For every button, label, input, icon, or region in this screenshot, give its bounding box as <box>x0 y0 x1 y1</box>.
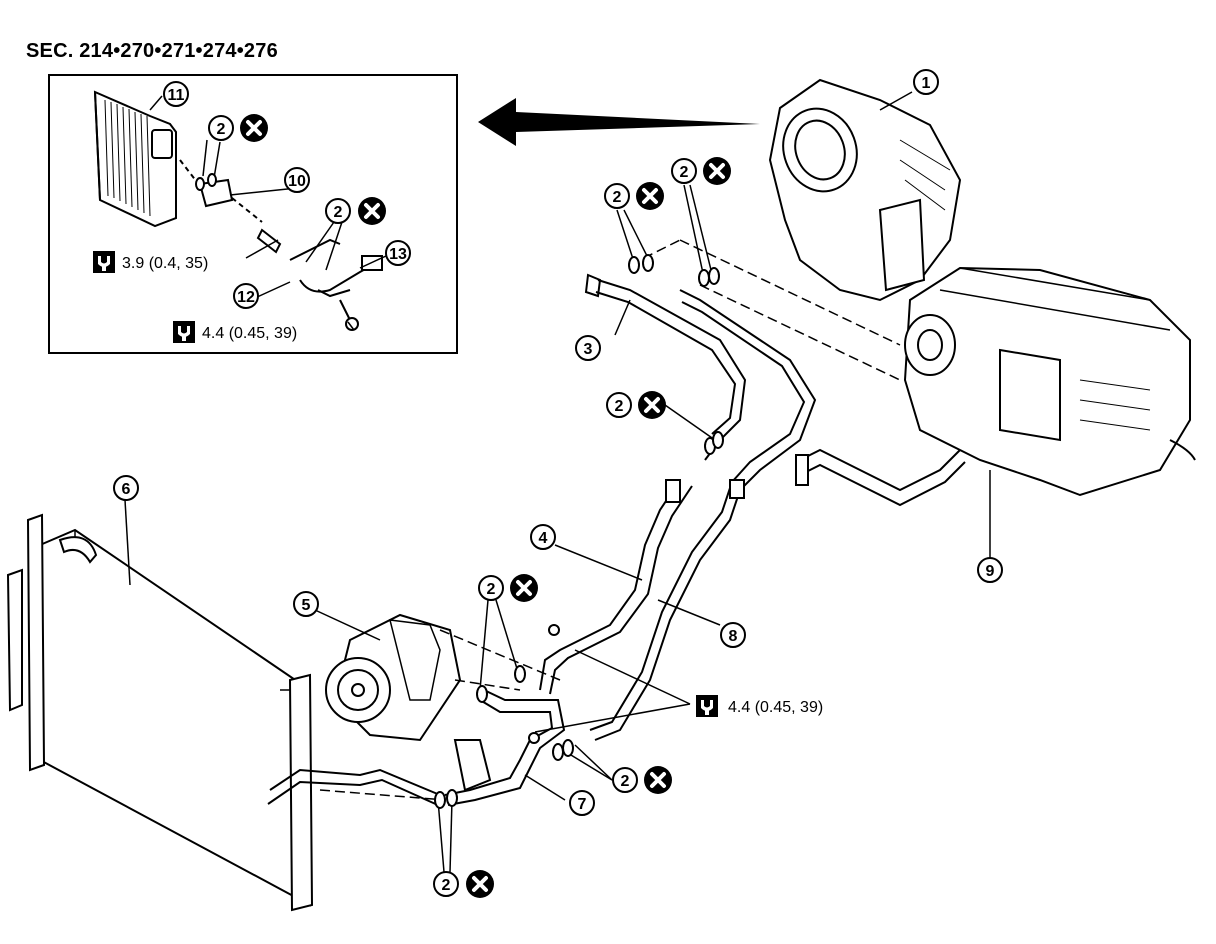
svg-text:13: 13 <box>389 246 407 263</box>
condenser-drawing <box>6 513 314 912</box>
svg-text:10: 10 <box>288 173 306 190</box>
svg-text:4.4 (0.45, 39): 4.4 (0.45, 39) <box>728 699 823 716</box>
callout-2-top-right: 2 <box>671 155 733 187</box>
callout-1: 1 <box>913 69 939 95</box>
refrigerant-pipes <box>124 91 991 873</box>
do-not-reuse-icon <box>634 180 666 212</box>
callout-2-bottom: 2 <box>433 868 496 900</box>
heater-core-unit-drawing <box>903 266 1196 497</box>
svg-text:2: 2 <box>621 773 630 790</box>
svg-text:2: 2 <box>217 121 226 138</box>
svg-text:2: 2 <box>613 189 622 206</box>
svg-text:8: 8 <box>729 628 738 645</box>
callout-5: 5 <box>293 591 319 617</box>
torque-spec-inset-upper: 3.9 (0.4, 35) <box>93 251 208 273</box>
callout-11: 11 <box>163 81 189 107</box>
do-not-reuse-icon <box>636 389 668 421</box>
callout-4: 4 <box>530 524 556 550</box>
do-not-reuse-icon <box>508 572 540 604</box>
inset-pipe-drawing <box>289 238 383 331</box>
section-title: SEC. 214•270•271•274•276 <box>26 40 278 62</box>
torque-wrench-icon <box>173 321 195 343</box>
svg-text:3.9 (0.4, 35): 3.9 (0.4, 35) <box>122 255 208 272</box>
torque-spec-main: 4.4 (0.45, 39) <box>696 695 823 717</box>
torque-spec-inset-lower: 4.4 (0.45, 39) <box>173 321 297 343</box>
evaporator-core-drawing <box>93 90 177 228</box>
svg-text:2: 2 <box>334 204 343 221</box>
do-not-reuse-icon <box>701 155 733 187</box>
svg-text:2: 2 <box>442 877 451 894</box>
callout-8: 8 <box>720 622 746 648</box>
svg-text:7: 7 <box>578 796 587 813</box>
svg-text:1: 1 <box>922 75 931 92</box>
svg-text:5: 5 <box>302 597 311 614</box>
torque-wrench-icon <box>696 695 718 717</box>
blower-unit-drawing <box>768 78 962 302</box>
svg-text:12: 12 <box>237 289 255 306</box>
callout-2-middle: 2 <box>606 389 668 421</box>
callout-7: 7 <box>569 790 595 816</box>
svg-text:3: 3 <box>584 341 593 358</box>
svg-text:6: 6 <box>122 481 131 498</box>
callout-12: 12 <box>233 283 259 309</box>
callout-2-inset-a: 2 <box>208 112 270 144</box>
svg-text:2: 2 <box>487 581 496 598</box>
svg-text:4: 4 <box>539 530 548 547</box>
do-not-reuse-icon <box>464 868 496 900</box>
callout-2-compressor: 2 <box>478 572 540 604</box>
callout-9: 9 <box>977 557 1003 583</box>
svg-text:11: 11 <box>168 87 185 104</box>
inset-pointer-arrow <box>478 98 760 146</box>
svg-text:2: 2 <box>680 164 689 181</box>
callout-2-inset-b: 2 <box>325 195 388 227</box>
svg-text:2: 2 <box>615 398 624 415</box>
expansion-valve-drawing <box>179 159 282 254</box>
do-not-reuse-icon <box>356 195 388 227</box>
inset-frame <box>48 74 458 354</box>
callout-2-lower-right: 2 <box>612 764 674 796</box>
svg-text:9: 9 <box>986 563 995 580</box>
callout-6: 6 <box>113 475 139 501</box>
torque-wrench-icon <box>93 251 115 273</box>
svg-text:4.4 (0.45, 39): 4.4 (0.45, 39) <box>202 325 297 342</box>
do-not-reuse-icon <box>642 764 674 796</box>
callout-2-top-left: 2 <box>604 180 666 212</box>
callout-10: 10 <box>284 167 310 193</box>
callout-3: 3 <box>575 335 601 361</box>
do-not-reuse-icon <box>238 112 270 144</box>
callout-13: 13 <box>385 240 411 266</box>
compressor-drawing <box>325 613 462 742</box>
